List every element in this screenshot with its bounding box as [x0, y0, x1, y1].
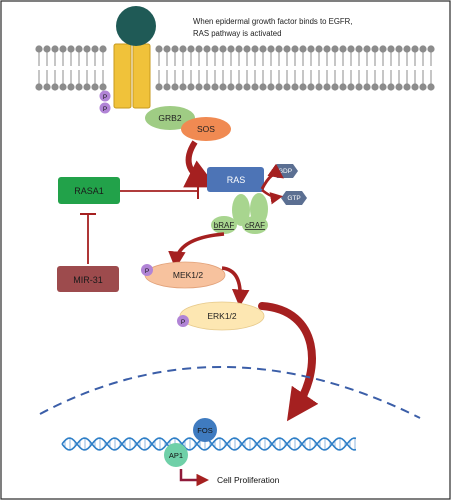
svg-text:P: P — [145, 268, 149, 275]
cell-membrane — [35, 45, 435, 91]
egfr-receptor — [113, 43, 151, 109]
braf-node: bRAF — [211, 194, 250, 234]
svg-text:GRB2: GRB2 — [158, 113, 181, 123]
phospho-badge-receptor-1: P — [99, 90, 111, 102]
gdp-exchange-arrow — [260, 163, 284, 190]
gtp-node: GTP — [281, 191, 307, 205]
svg-text:FOS: FOS — [197, 426, 212, 435]
egf-ligand — [116, 6, 156, 46]
svg-text:SOS: SOS — [197, 124, 215, 134]
mir31-node: MIR-31 — [57, 266, 119, 292]
svg-text:bRAF: bRAF — [214, 221, 235, 230]
svg-text:cRAF: cRAF — [245, 221, 265, 230]
svg-text:MEK1/2: MEK1/2 — [173, 270, 204, 280]
transcription-start-arrow — [179, 469, 209, 487]
mek-to-erk-arrow — [221, 266, 250, 307]
caption-line1: When epidermal growth factor binds to EG… — [193, 17, 352, 26]
sos-to-ras-arrow — [183, 140, 217, 188]
erk-node: ERK1/2 — [179, 301, 265, 331]
rasa1-node: RASA1 — [58, 177, 120, 204]
svg-text:GDP: GDP — [278, 168, 292, 175]
nuclear-envelope — [39, 366, 421, 419]
caption-line2: RAS pathway is activated — [193, 29, 281, 38]
svg-text:ERK1/2: ERK1/2 — [207, 311, 237, 321]
svg-text:GTP: GTP — [287, 195, 300, 202]
raf-to-mek-arrow — [168, 232, 225, 269]
svg-text:P: P — [103, 94, 107, 101]
phospho-badge-mek: P — [141, 264, 153, 276]
phospho-badge-erk: P — [177, 315, 189, 327]
svg-text:RAS: RAS — [227, 175, 246, 185]
mir31-inhibits-rasa1 — [80, 213, 96, 264]
grb2-node: GRB2 — [145, 106, 195, 130]
ras-node: RAS — [207, 167, 264, 192]
svg-text:RASA1: RASA1 — [74, 186, 104, 196]
fos-node: FOS — [193, 418, 217, 442]
rasa1-inhibits-ras — [120, 183, 199, 199]
phospho-badge-receptor-2: P — [99, 102, 111, 114]
svg-text:P: P — [103, 106, 107, 113]
svg-text:MIR-31: MIR-31 — [73, 275, 103, 285]
gdp-node: GDP — [272, 164, 298, 178]
sos-node: SOS — [181, 117, 231, 141]
gtp-exchange-arrow — [261, 189, 283, 205]
erk-to-nucleus-arrow — [258, 302, 319, 422]
svg-text:P: P — [181, 319, 185, 326]
mek-node: MEK1/2 — [144, 261, 226, 289]
svg-text:AP1: AP1 — [169, 451, 183, 460]
ap1-node: AP1 — [164, 443, 188, 467]
cell-proliferation-label: Cell Proliferation — [217, 475, 280, 485]
craf-node: cRAF — [242, 193, 268, 234]
